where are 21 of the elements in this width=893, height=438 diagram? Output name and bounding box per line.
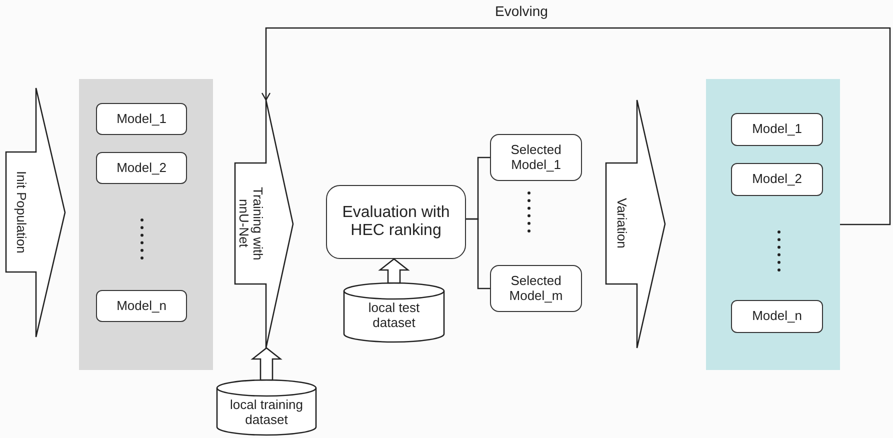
process-box: Model_2 bbox=[731, 163, 823, 196]
process-box: Model_n bbox=[731, 300, 823, 333]
process-box: Evaluation with HEC ranking bbox=[326, 185, 466, 259]
process-box: Model_1 bbox=[96, 103, 187, 135]
step-arrow-shape: Training with nnU-Net bbox=[235, 100, 293, 348]
process-box: Model_n bbox=[96, 290, 187, 322]
group-panel bbox=[79, 79, 213, 370]
process-box: Selected Model_1 bbox=[490, 134, 582, 181]
bracket-connector bbox=[466, 218, 490, 290]
hollow-arrow bbox=[250, 347, 282, 381]
database-cylinder: local training dataset bbox=[216, 380, 317, 436]
process-box: Selected Model_m bbox=[490, 265, 582, 312]
edge-label: Evolving bbox=[495, 3, 548, 19]
process-box: Model_2 bbox=[96, 152, 187, 184]
arrow bbox=[261, 27, 891, 226]
process-box: Model_1 bbox=[731, 113, 823, 146]
group-panel bbox=[706, 79, 840, 370]
step-arrow-shape: Variation bbox=[606, 100, 665, 348]
hollow-arrow bbox=[378, 258, 410, 284]
database-cylinder: local test dataset bbox=[343, 283, 445, 343]
step-arrow-shape: Init Population bbox=[6, 88, 65, 337]
